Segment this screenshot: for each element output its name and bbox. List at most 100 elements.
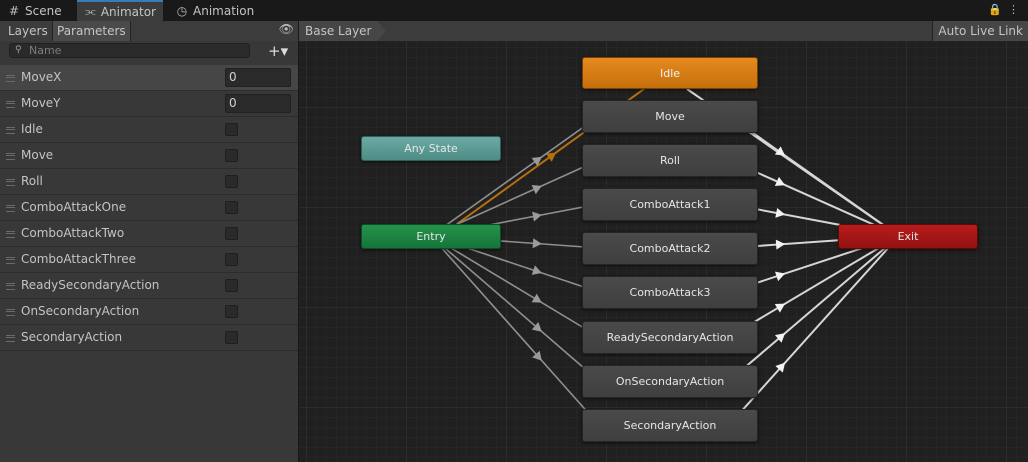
parameter-trigger-checkbox[interactable] — [225, 279, 238, 292]
transition-arrow — [531, 184, 542, 195]
transition-arrow — [774, 146, 786, 156]
transition-arrow — [531, 322, 542, 332]
drag-handle-icon[interactable] — [6, 257, 15, 264]
parameter-name: Move — [21, 148, 54, 162]
parameter-name: ComboAttackOne — [21, 200, 127, 214]
transition-arrow — [774, 303, 786, 313]
tab-animation[interactable]: ◷ Animation — [168, 0, 262, 21]
eye-icon[interactable]: 👁 — [278, 22, 294, 36]
transition-line — [430, 235, 600, 382]
state-node-secondaryaction[interactable]: SecondaryAction — [582, 409, 758, 442]
left-panel-tabs: Layers Parameters 👁 — [0, 21, 298, 42]
transition-arrow — [775, 362, 786, 373]
parameter-row[interactable]: ReadySecondaryAction — [0, 273, 298, 299]
parameter-row[interactable]: ComboAttackOne — [0, 195, 298, 221]
state-node-comboattack2[interactable]: ComboAttack2 — [582, 232, 758, 265]
parameter-row[interactable]: Move — [0, 143, 298, 169]
transition-arrow — [775, 207, 786, 218]
drag-handle-icon[interactable] — [6, 283, 15, 290]
state-node-idle[interactable]: Idle — [582, 57, 758, 89]
parameter-trigger-checkbox[interactable] — [225, 175, 238, 188]
animator-icon: ⫘ — [85, 4, 96, 18]
parameter-search-input[interactable]: ⚲ Name — [9, 43, 250, 58]
state-node-comboattack3[interactable]: ComboAttack3 — [582, 276, 758, 309]
lock-icon[interactable]: 🔒 — [988, 3, 1002, 16]
exit-node[interactable]: Exit — [838, 224, 978, 249]
more-menu-icon[interactable]: ⋮ — [1008, 3, 1019, 16]
parameter-value-field[interactable]: 0 — [225, 68, 291, 87]
state-node-roll[interactable]: Roll — [582, 144, 758, 177]
transition-line — [728, 235, 900, 382]
grid-icon: # — [8, 3, 20, 18]
tab-scene[interactable]: # Scene — [0, 0, 70, 21]
parameter-name: ComboAttackTwo — [21, 226, 125, 240]
drag-handle-icon[interactable] — [6, 309, 15, 316]
parameter-row[interactable]: ComboAttackThree — [0, 247, 298, 273]
parameter-name: Idle — [21, 122, 43, 136]
parameter-trigger-checkbox[interactable] — [225, 331, 238, 344]
clock-icon: ◷ — [176, 3, 188, 18]
drag-handle-icon[interactable] — [6, 101, 15, 108]
parameter-name: ReadySecondaryAction — [21, 278, 160, 292]
transition-arrow — [774, 176, 786, 186]
parameter-name: Roll — [21, 174, 43, 188]
transition-arrow — [531, 156, 542, 167]
parameter-row[interactable]: SecondaryAction — [0, 325, 298, 351]
transition-line — [430, 115, 600, 237]
parameter-trigger-checkbox[interactable] — [225, 201, 238, 214]
parameter-trigger-checkbox[interactable] — [225, 227, 238, 240]
state-node-onsecondaryaction[interactable]: OnSecondaryAction — [582, 365, 758, 398]
add-parameter-button[interactable]: +▾ — [268, 42, 289, 60]
parameter-row[interactable]: MoveY 0 — [0, 91, 298, 117]
transition-line — [430, 159, 600, 237]
transition-arrow — [775, 333, 786, 343]
parameter-name: MoveY — [21, 96, 61, 110]
transition-arrow — [532, 238, 542, 249]
state-node-comboattack1[interactable]: ComboAttack1 — [582, 188, 758, 221]
auto-live-link-button[interactable]: Auto Live Link — [932, 21, 1028, 41]
tab-animation-label: Animation — [193, 3, 255, 18]
parameter-row[interactable]: Idle — [0, 117, 298, 143]
search-placeholder: Name — [29, 44, 62, 57]
any-state-node[interactable]: Any State — [361, 136, 501, 161]
drag-handle-icon[interactable] — [6, 231, 15, 238]
drag-handle-icon[interactable] — [6, 127, 15, 134]
graph-toolbar: Base Layer Auto Live Link — [299, 21, 1028, 42]
parameter-name: SecondaryAction — [21, 330, 123, 344]
transition-arrow — [775, 239, 786, 250]
breadcrumb[interactable]: Base Layer — [299, 21, 386, 41]
drag-handle-icon[interactable] — [6, 335, 15, 342]
transition-line — [430, 235, 600, 338]
parameter-row[interactable]: ComboAttackTwo — [0, 221, 298, 247]
drag-handle-icon[interactable] — [6, 205, 15, 212]
editor-tab-bar: # Scene ⫘ Animator ◷ Animation 🔒 ⋮ — [0, 0, 1028, 21]
tab-animator-label: Animator — [100, 4, 156, 19]
drag-handle-icon[interactable] — [6, 179, 15, 186]
tab-parameters[interactable]: Parameters — [52, 21, 131, 41]
parameter-trigger-checkbox[interactable] — [225, 305, 238, 318]
transition-arrow — [532, 211, 542, 222]
drag-handle-icon[interactable] — [6, 75, 15, 82]
transition-arrow — [774, 271, 786, 282]
parameter-trigger-checkbox[interactable] — [225, 149, 238, 162]
parameter-value-field[interactable]: 0 — [225, 94, 291, 113]
tab-layers[interactable]: Layers — [8, 24, 48, 38]
parameter-row[interactable]: MoveX 0 — [0, 65, 298, 91]
state-node-readysecondaryaction[interactable]: ReadySecondaryAction — [582, 321, 758, 354]
parameter-trigger-checkbox[interactable] — [225, 253, 238, 266]
transition-arrow — [532, 350, 542, 361]
parameter-name: MoveX — [21, 70, 62, 84]
transition-line — [430, 235, 600, 426]
tab-scene-label: Scene — [25, 3, 62, 18]
tab-animator[interactable]: ⫘ Animator — [77, 0, 163, 21]
parameter-trigger-checkbox[interactable] — [225, 123, 238, 136]
entry-node[interactable]: Entry — [361, 224, 501, 249]
state-node-move[interactable]: Move — [582, 100, 758, 133]
parameter-row[interactable]: OnSecondaryAction — [0, 299, 298, 325]
transition-arrow — [531, 265, 542, 275]
transition-line — [728, 115, 900, 237]
drag-handle-icon[interactable] — [6, 153, 15, 160]
parameter-row[interactable]: Roll — [0, 169, 298, 195]
